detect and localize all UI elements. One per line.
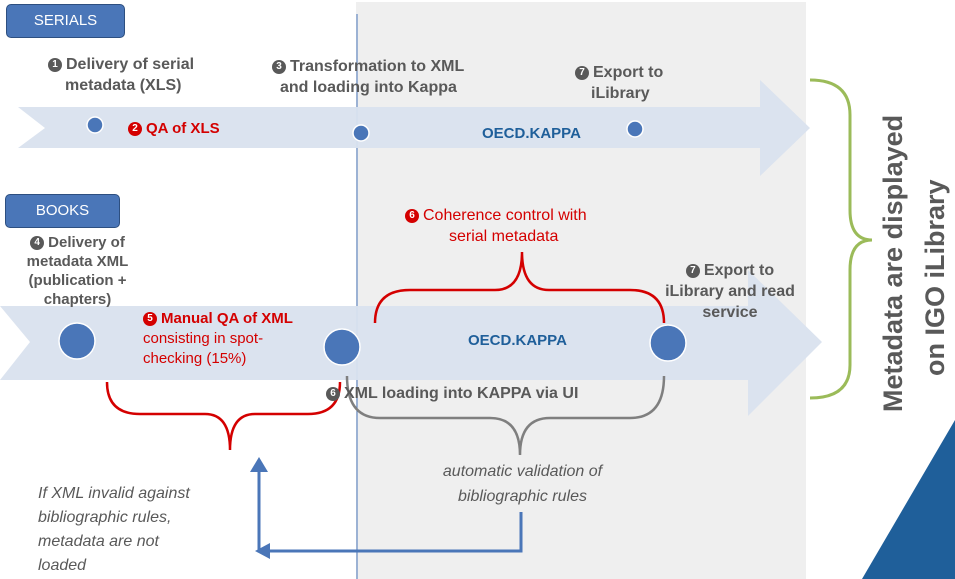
feedback-arrow	[257, 470, 523, 553]
serials-node-1	[86, 116, 104, 134]
display-brace	[809, 78, 873, 400]
books-node-1	[58, 322, 96, 360]
step-7-serials-number: 7	[575, 66, 589, 80]
side-label-line-2: on IGO iLibrary	[920, 179, 950, 376]
step-5-number: 5	[143, 312, 157, 326]
feedback-arrowhead-up	[250, 457, 268, 472]
kappa-top-label: OECD.KAPPA	[482, 125, 581, 142]
serials-arrow	[18, 80, 810, 176]
step-4-number: 4	[30, 236, 45, 250]
books-tag: BOOKS	[5, 194, 120, 228]
step-7-books-number: 7	[685, 264, 700, 278]
manual-qa-brace	[105, 381, 342, 451]
kappa-bottom-label: OECD.KAPPA	[468, 332, 567, 349]
coherence-brace	[373, 251, 666, 324]
auto-validation-note: automatic validation of bibliographic ru…	[442, 463, 603, 505]
invalid-xml-note: If XML invalid against bibliographic rul…	[38, 485, 190, 574]
serials-node-3	[626, 120, 644, 138]
step-3-number: 3	[272, 60, 286, 74]
step-2-number: 2	[128, 122, 142, 136]
side-label-line-1: Metadata are displayed	[878, 114, 908, 412]
step-6-coherence-number: 6	[405, 209, 419, 223]
books-node-3	[649, 324, 687, 362]
corner-decoration	[862, 420, 955, 579]
validation-brace	[345, 375, 666, 456]
books-arrow	[0, 270, 822, 416]
serials-node-2	[352, 124, 370, 142]
feedback-arrowhead-left	[255, 543, 270, 559]
serials-tag: SERIALS	[6, 4, 125, 38]
step-1-number: 1	[48, 58, 62, 72]
step-6-loading-number: 6	[326, 387, 340, 401]
books-node-2	[323, 328, 361, 366]
